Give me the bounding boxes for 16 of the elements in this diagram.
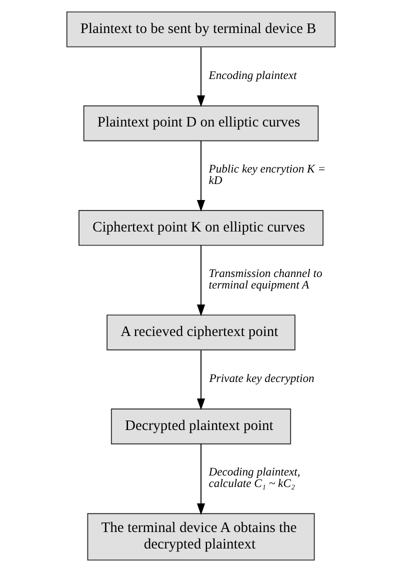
node-box: The terminal device A obtains the decrypted plaintext — [86, 513, 314, 561]
arrow — [196, 350, 205, 410]
node-box: Plaintext to be sent by terminal device B — [66, 11, 336, 48]
edge-label: Private key decryption — [208, 372, 314, 385]
arrow — [196, 443, 205, 516]
arrow — [196, 46, 205, 108]
edge-label: Decoding plaintext, calculate C₁ ~ kC₂ — [208, 465, 300, 490]
node-box: Ciphertext point K on elliptic curves — [78, 210, 323, 246]
edge-label: Encoding plaintext — [208, 68, 296, 82]
arrow — [196, 140, 205, 212]
arrow — [196, 244, 205, 316]
edge-label: Transmission channel to terminal equipment A — [208, 266, 322, 292]
node-box: A recieved ciphertext point — [106, 314, 295, 350]
node-box: Plaintext point D on elliptic curves — [82, 105, 318, 142]
node-box: Decrypted plaintext point — [110, 408, 291, 444]
edge-label: Public key encrytion K = kD — [208, 162, 326, 187]
